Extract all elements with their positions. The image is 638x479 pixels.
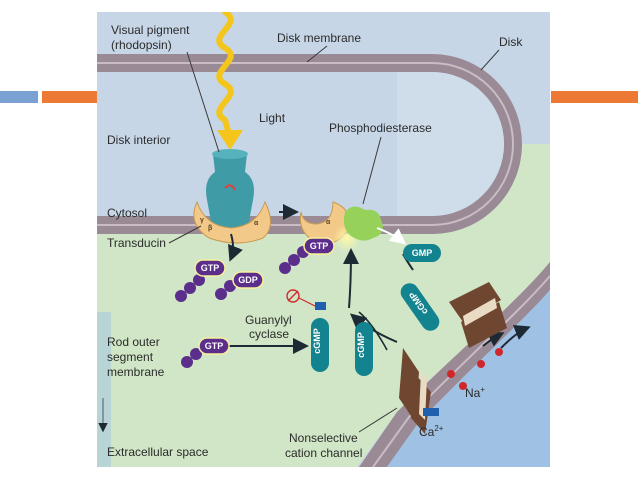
- label-visual-pigment-2: (rhodopsin): [111, 38, 172, 52]
- cgmp-molecule-2: cGMP: [355, 322, 373, 376]
- leader-disk: [480, 49, 500, 71]
- alpha-label: α: [254, 220, 259, 227]
- leader-rhodopsin: [186, 51, 220, 153]
- label-na: Na+: [465, 385, 485, 400]
- leader-disk-membrane: [306, 45, 328, 63]
- leader-channel: [358, 407, 398, 433]
- label-cytosol: Cytosol: [107, 206, 147, 220]
- label-disk-membrane: Disk membrane: [277, 31, 361, 45]
- gtp-molecule-2: GTP: [279, 237, 335, 274]
- label-visual-pigment-1: Visual pigment: [111, 23, 190, 37]
- rhodopsin-protein: [206, 149, 254, 232]
- gmp-molecule: GMP: [403, 244, 441, 262]
- label-light: Light: [259, 111, 286, 125]
- cgmp-molecule-1: cGMP: [311, 318, 329, 372]
- label-disk: Disk: [499, 35, 523, 49]
- label-rod-outer-2: segment: [107, 350, 154, 364]
- leader-transducin: [168, 225, 202, 244]
- label-nonselective-2: cation channel: [285, 446, 362, 460]
- gtp-label-3: GTP: [205, 341, 224, 351]
- phosphodiesterase-enzyme: [333, 206, 383, 252]
- leader-pde: [362, 136, 382, 205]
- arrow-pde-to-gmp: [376, 227, 407, 245]
- gtp-molecule-1: GTP: [175, 259, 226, 302]
- na-ion-1: [447, 370, 455, 378]
- cation-channel-upper: [449, 282, 507, 348]
- cgmp-label-1: cGMP: [312, 328, 322, 354]
- cation-channel-lower: [399, 348, 439, 434]
- label-rod-outer-1: Rod outer: [107, 335, 160, 349]
- transducin-resting: γ β α: [193, 200, 271, 244]
- gdp-label: GDP: [238, 275, 258, 285]
- label-guanylyl-1: Guanylyl: [245, 313, 292, 327]
- phototransduction-diagram: γ β α α GTP GDP GTP GTP: [97, 12, 550, 467]
- beta-label: β: [208, 225, 213, 232]
- label-extracellular-space: Extracellular space: [107, 445, 209, 459]
- gtp-molecule-3: GTP: [181, 337, 230, 368]
- guanylyl-cyclase: [286, 289, 326, 310]
- arrow-cgmp-up-right: [358, 311, 388, 351]
- gamma-label: γ: [200, 217, 204, 224]
- extracellular-region: [387, 290, 550, 467]
- gdp-molecule: GDP: [215, 271, 264, 300]
- label-phosphodiesterase: Phosphodiesterase: [329, 121, 432, 135]
- alpha-label-activated: α: [326, 219, 331, 226]
- label-rod-outer-3: membrane: [107, 365, 165, 379]
- gmp-label: GMP: [412, 248, 433, 258]
- label-nonselective-1: Nonselective: [289, 431, 358, 445]
- gtp-label-1: GTP: [201, 263, 220, 273]
- na-ion-2: [459, 382, 467, 390]
- label-transducin: Transducin: [107, 236, 166, 250]
- na-ion-3: [477, 360, 485, 368]
- label-ca: Ca2+: [419, 424, 444, 439]
- label-guanylyl-2: cyclase: [249, 327, 289, 341]
- arrow-transducin-gtp-gdp: [228, 233, 243, 262]
- slide-accent-orange-left: [42, 91, 97, 103]
- arrow-cyclase-up: [342, 248, 359, 309]
- slide-accent-blue: [0, 91, 38, 103]
- slide-accent-orange-right: [551, 91, 638, 103]
- light-arrowhead: [217, 130, 243, 150]
- light-wave: [216, 12, 234, 137]
- label-disk-interior: Disk interior: [107, 133, 170, 147]
- na-ion-4: [495, 348, 503, 356]
- cgmp-label-2: cGMP: [356, 332, 366, 358]
- disk-bulb-highlight: [397, 72, 504, 216]
- arrow-na-flow: [482, 332, 505, 347]
- gtp-label-2: GTP: [310, 241, 329, 251]
